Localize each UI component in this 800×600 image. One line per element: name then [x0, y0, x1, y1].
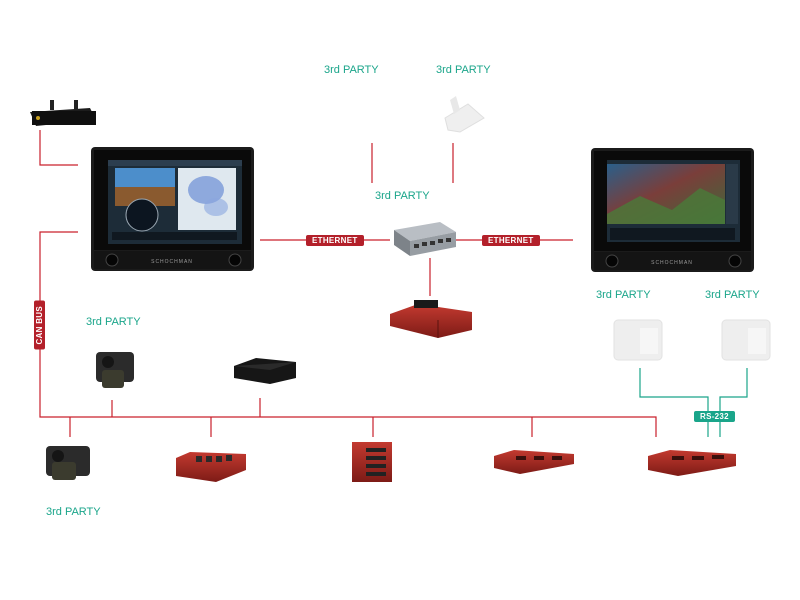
third-party-label-right-1: 3rd PARTY	[596, 289, 651, 301]
ethernet-tag-right: ETHERNET	[482, 235, 540, 246]
third-party-label-camera-upper: 3rd PARTY	[86, 316, 141, 328]
third-party-camera-lower	[46, 446, 90, 480]
display-brand-right: SCHOCHMAN	[651, 260, 693, 266]
red-module-center	[390, 300, 472, 338]
ethernet-tag-left: ETHERNET	[306, 235, 364, 246]
rs232-tag: RS-232	[694, 411, 735, 422]
third-party-antenna	[444, 96, 485, 133]
can-bus-tag: CAN BUS	[34, 301, 45, 350]
black-module	[234, 358, 296, 384]
third-party-label-camera-lower: 3rd PARTY	[46, 506, 101, 518]
ethernet-switch	[394, 222, 456, 256]
third-party-label-right-2: 3rd PARTY	[705, 289, 760, 301]
red-module-bottom-3	[494, 450, 574, 474]
third-party-label-top-1: 3rd PARTY	[324, 64, 379, 76]
third-party-box-right-1	[613, 319, 663, 361]
red-module-bottom-4	[648, 450, 736, 476]
third-party-label-top-2: 3rd PARTY	[436, 64, 491, 76]
red-module-bottom-2	[352, 442, 392, 482]
red-module-bottom-1	[176, 452, 246, 482]
ethernet-lines	[260, 143, 573, 296]
display-brand-left: SCHOCHMAN	[151, 259, 193, 265]
main-display-right	[591, 148, 754, 272]
third-party-label-switch: 3rd PARTY	[375, 190, 430, 202]
main-display-left	[91, 147, 254, 271]
top-left-device	[30, 100, 96, 126]
can-bus-lines	[39, 130, 657, 437]
third-party-box-right-2	[721, 319, 771, 361]
third-party-camera-upper	[96, 352, 134, 388]
